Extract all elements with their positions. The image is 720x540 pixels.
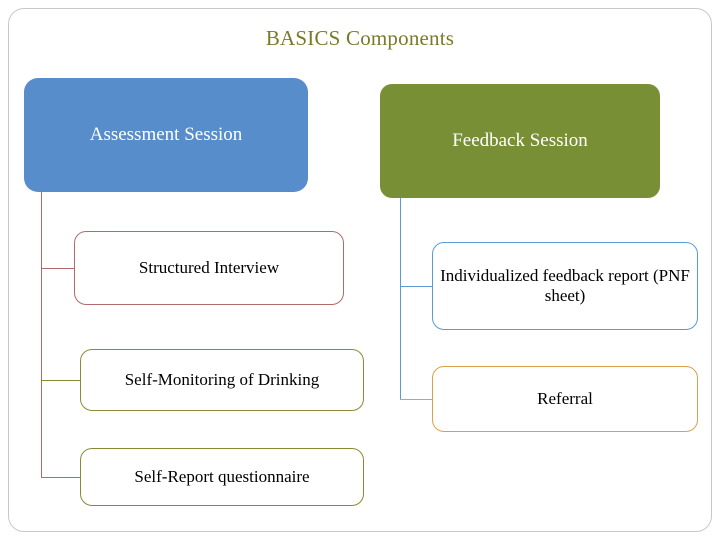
connector-left-to-self-report [41, 477, 80, 478]
slide-frame [8, 8, 712, 532]
connector-left-trunk [41, 192, 42, 477]
node-self-monitoring-of-drinking[interactable]: Self-Monitoring of Drinking [80, 349, 364, 411]
node-individualized-feedback-report[interactable]: Individualized feedback report (PNF shee… [432, 242, 698, 330]
connector-left-to-self-monitoring [41, 380, 80, 381]
connector-left-to-structured [41, 268, 74, 269]
node-structured-interview[interactable]: Structured Interview [74, 231, 344, 305]
node-referral[interactable]: Referral [432, 366, 698, 432]
node-assessment-session[interactable]: Assessment Session [24, 78, 308, 192]
connector-right-to-referral [400, 399, 432, 400]
connector-right-trunk [400, 198, 401, 399]
node-self-report-questionnaire[interactable]: Self-Report questionnaire [80, 448, 364, 506]
connector-right-to-individualized [400, 286, 432, 287]
page-title: BASICS Components [265, 26, 455, 50]
node-feedback-session[interactable]: Feedback Session [380, 84, 660, 198]
